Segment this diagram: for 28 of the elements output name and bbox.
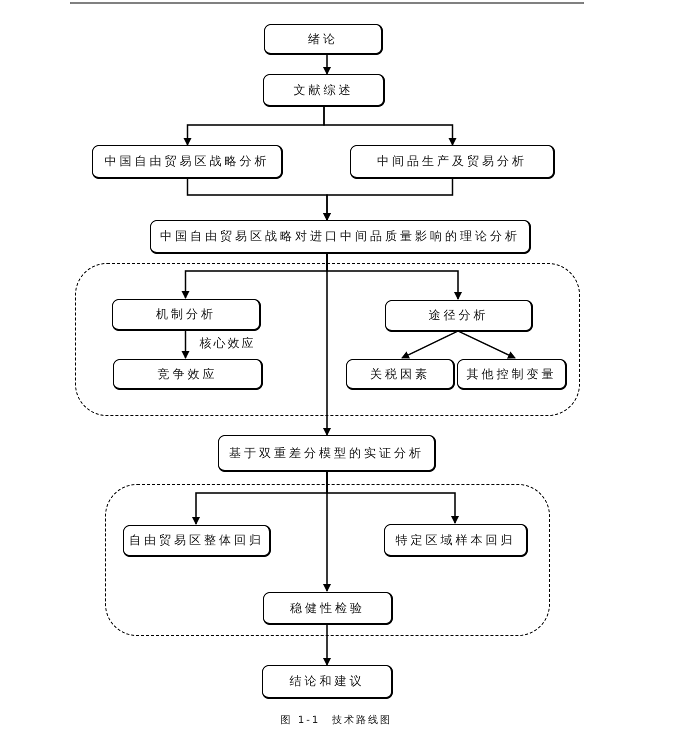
- process-box: 自由贸易区整体回归: [123, 525, 271, 557]
- process-box: 其他控制变量: [457, 359, 567, 390]
- process-box: 绪论: [264, 24, 383, 55]
- arrow: [323, 179, 454, 221]
- process-box: 竞争效应: [113, 359, 263, 390]
- process-box: 关税因素: [346, 359, 455, 390]
- process-box: 中间品生产及贸易分析: [350, 145, 555, 179]
- process-box: 机制分析: [112, 299, 261, 331]
- process-box: 结论和建议: [262, 665, 393, 699]
- arrow: [401, 330, 458, 359]
- process-box: 中国自由贸易区战略对进口中间品质量影响的理论分析: [150, 220, 531, 254]
- process-box: 特定区域样本回归: [384, 524, 528, 557]
- group-frame: [75, 263, 580, 416]
- arrow: [323, 107, 456, 146]
- arrow: [323, 55, 331, 75]
- arrow: [458, 330, 516, 359]
- arrow: [323, 624, 331, 666]
- process-box: 文献综述: [263, 74, 385, 107]
- arrow: [323, 472, 331, 592]
- process-box: 基于双重差分模型的实证分析: [218, 435, 436, 472]
- edge-label: 核心效应: [200, 335, 256, 352]
- process-box: 途径分析: [385, 300, 533, 332]
- arrow: [323, 254, 331, 436]
- caption: 图 1-1 技术路线图: [280, 714, 394, 727]
- group-frame: [105, 484, 550, 636]
- process-box: 中国自由贸易区战略分析: [92, 145, 283, 179]
- process-box: 稳健性检验: [263, 592, 393, 625]
- arrow: [182, 330, 190, 359]
